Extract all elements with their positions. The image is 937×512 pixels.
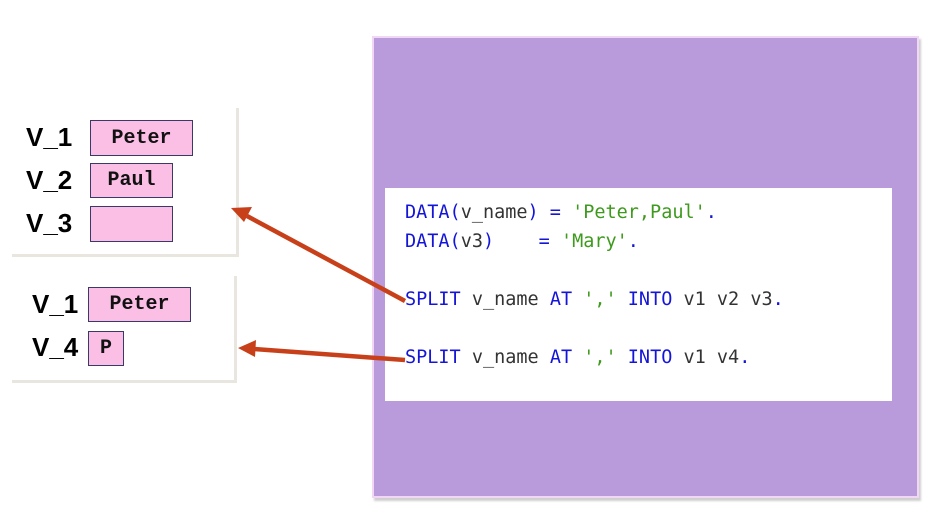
var-value-box: Paul [90, 163, 173, 198]
code-line-3: SPLIT v_name AT ',' INTO v1 v2 v3. [405, 289, 784, 310]
var-label: V_3 [26, 208, 73, 238]
var-value-box-empty [90, 206, 173, 242]
var-label: V_4 [32, 332, 79, 362]
arrow-icon [231, 207, 407, 303]
var-value-box: P [88, 331, 124, 366]
var-label: V_1 [26, 122, 73, 152]
var-label: V_1 [32, 289, 79, 319]
var-value-box: Peter [90, 120, 193, 156]
arrow-icon [238, 340, 406, 363]
code-block: DATA(v_name) = 'Peter,Paul'. DATA(v3) = … [385, 188, 892, 401]
code-line-4: SPLIT v_name AT ',' INTO v1 v4. [405, 347, 751, 368]
result-panel-split-two: V_1 Peter V_4 P [12, 276, 237, 383]
result-panel-split-three: V_1 Peter V_2 Paul V_3 [12, 108, 239, 257]
code-line-1: DATA(v_name) = 'Peter,Paul'. [405, 202, 717, 223]
code-line-2: DATA(v3) = 'Mary'. [405, 231, 639, 252]
var-value-box: Peter [88, 287, 191, 322]
var-label: V_2 [26, 165, 73, 195]
